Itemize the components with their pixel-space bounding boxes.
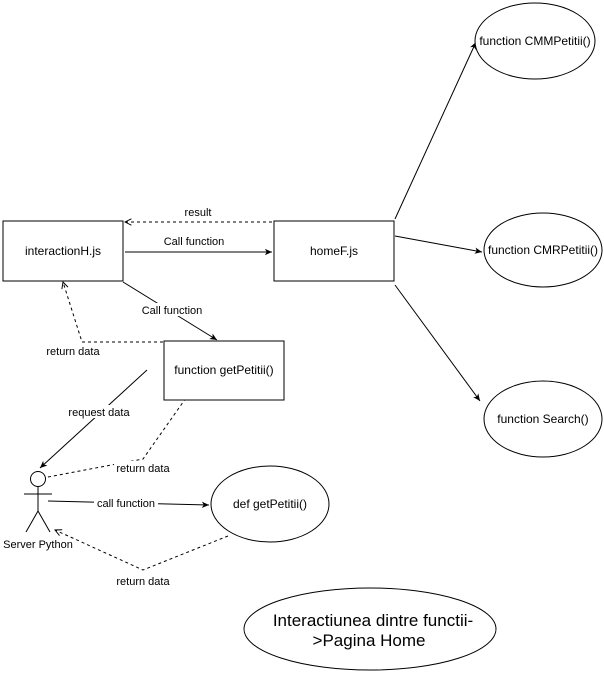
node-def-get-petitii-label: def getPetitii() <box>233 497 307 511</box>
edge-home-cmm <box>394 41 477 220</box>
label-call-function-1: Call function <box>164 236 225 248</box>
node-cmr-petitii-label: function CMRPetitii() <box>488 243 598 257</box>
label-request-data: request data <box>68 407 130 419</box>
node-cmm-petitii[interactable]: function CMMPetitii() <box>474 2 596 80</box>
node-home-f[interactable]: homeF.js <box>273 220 395 282</box>
label-return-data-3: return data <box>116 576 170 588</box>
label-return-data-1: return data <box>46 346 100 358</box>
actor-icon <box>24 471 52 533</box>
actor-server-python[interactable]: Server Python <box>3 471 73 552</box>
node-search[interactable]: function Search() <box>483 380 603 458</box>
node-interaction-h-label: interactionH.js <box>25 244 101 258</box>
label-return-data-2: return data <box>116 463 170 475</box>
edge-return-data-2 <box>47 388 193 478</box>
label-result: result <box>185 207 212 219</box>
node-def-get-petitii[interactable]: def getPetitii() <box>210 465 330 543</box>
node-cmm-petitii-label: function CMMPetitii() <box>479 34 590 48</box>
label-call-function-2: Call function <box>142 305 203 317</box>
edge-home-search <box>394 284 481 402</box>
node-cmr-petitii[interactable]: function CMRPetitii() <box>483 212 603 288</box>
node-interaction-h[interactable]: interactionH.js <box>2 220 124 282</box>
edge-return-data-1 <box>63 282 163 343</box>
edge-request-data <box>39 369 148 469</box>
actor-server-python-label: Server Python <box>3 539 73 551</box>
diagram-title-line1: Interactiunea dintre functii- <box>273 611 473 630</box>
label-call-function-3: call function <box>97 498 155 510</box>
node-search-label: function Search() <box>497 412 588 426</box>
edge-return-data-3 <box>55 530 229 571</box>
node-get-petitii-label: function getPetitii() <box>174 363 273 377</box>
diagram-title-line2: >Pagina Home <box>313 631 426 650</box>
node-home-f-label: homeF.js <box>310 244 358 258</box>
diagram-title: Interactiunea dintre functii- >Pagina Ho… <box>243 587 497 671</box>
edge-home-cmr <box>394 235 483 254</box>
node-get-petitii[interactable]: function getPetitii() <box>163 340 285 401</box>
